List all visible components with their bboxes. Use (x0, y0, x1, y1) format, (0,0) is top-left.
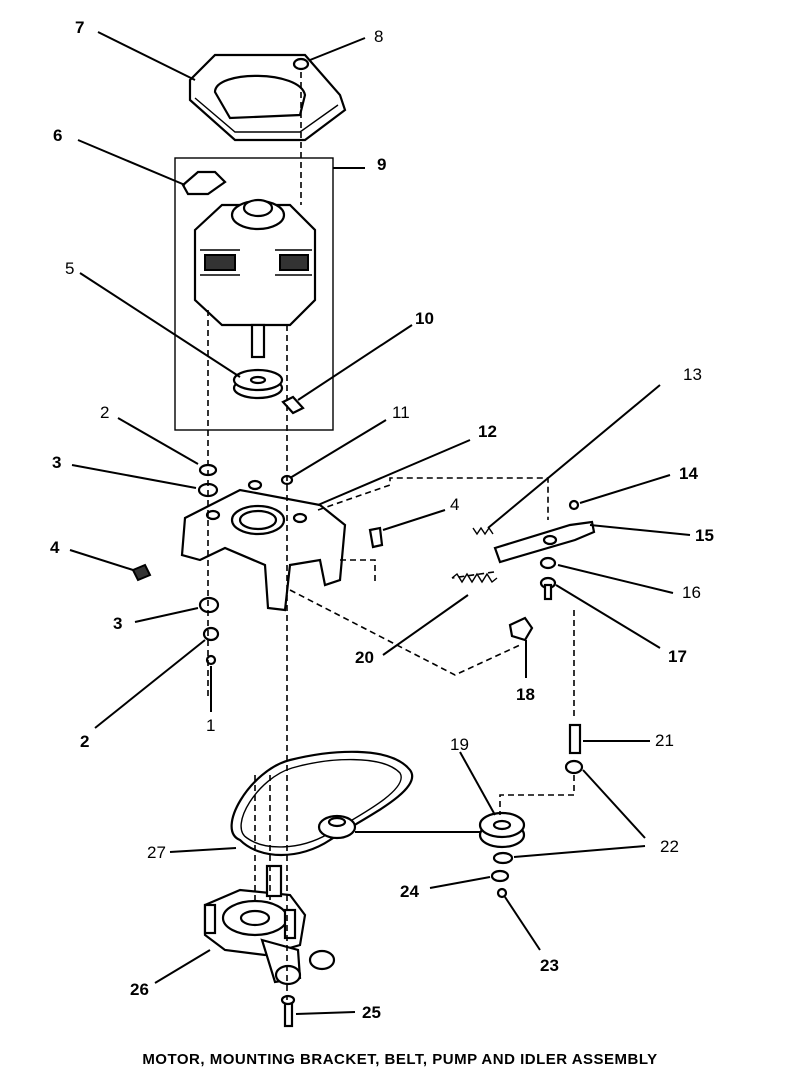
part-27-belt (230, 750, 414, 856)
callout-3-upper: 3 (52, 453, 61, 472)
part-14-nut (568, 499, 580, 511)
callout-9: 9 (377, 155, 386, 174)
part-4-screw-right (368, 526, 384, 549)
callout-1: 1 (206, 716, 215, 735)
part-19-idler-pulley (478, 811, 526, 849)
part-26-pump (203, 864, 336, 986)
motor-body (193, 198, 317, 359)
callout-6: 6 (53, 126, 62, 145)
part-17-shoulder-bolt (539, 576, 557, 601)
callout-7: 7 (75, 18, 84, 37)
callout-12: 12 (478, 422, 497, 441)
part-12-mounting-bracket (180, 479, 347, 612)
part-2-washer-lower (202, 626, 220, 642)
part-21-idler-shaft (568, 723, 582, 755)
callout-27: 27 (147, 843, 166, 862)
part-25-screw (280, 994, 296, 1028)
callout-19: 19 (450, 735, 469, 754)
alignment-lines (207, 72, 575, 1000)
part-20-spring (451, 572, 498, 584)
part-3-grommet-lower (198, 596, 220, 614)
callout-18: 18 (516, 685, 535, 704)
callout-23: 23 (540, 956, 559, 975)
callout-11: 11 (392, 403, 410, 422)
callout-14: 14 (679, 464, 698, 483)
callout-2-upper: 2 (100, 403, 109, 422)
part-6-switch (181, 170, 227, 196)
part-18-clip (508, 616, 534, 642)
part-16-washer (539, 556, 557, 570)
callout-26: 26 (130, 980, 149, 999)
callout-25: 25 (362, 1003, 381, 1022)
callout-20: 20 (355, 648, 374, 667)
part-23-retaining-ring (496, 887, 508, 899)
callout-4-left: 4 (50, 538, 60, 557)
callout-16: 16 (682, 583, 701, 602)
callout-8: 8 (374, 27, 383, 46)
part-22-washer-upper (564, 759, 584, 775)
part-15-idler-arm (493, 520, 596, 564)
part-1-screw (205, 654, 217, 666)
part-10-set-screw (281, 395, 305, 415)
part-8-nut (292, 57, 310, 71)
part-22-washer-lower (492, 851, 514, 865)
callout-4-right: 4 (450, 495, 459, 514)
callout-10: 10 (415, 309, 434, 328)
callout-labels: 7 8 6 9 5 10 2 11 12 3 13 14 4 15 4 16 3… (50, 18, 714, 1022)
callout-15: 15 (695, 526, 714, 545)
part-7-motor-cover (188, 53, 347, 142)
callout-5: 5 (65, 259, 74, 278)
leader-lines (69, 31, 691, 1015)
part-13-spring (472, 526, 494, 536)
callout-2-lower: 2 (80, 732, 89, 751)
callout-21: 21 (655, 731, 674, 750)
part-9-motor-group-box (174, 157, 334, 431)
callout-3-lower: 3 (113, 614, 122, 633)
callout-17: 17 (668, 647, 687, 666)
part-24-washer (490, 869, 510, 883)
callout-13: 13 (683, 365, 702, 384)
part-4-screw-left (131, 563, 152, 582)
callout-22: 22 (660, 837, 679, 856)
part-5-pulley (232, 368, 284, 400)
diagram-caption: MOTOR, MOUNTING BRACKET, BELT, PUMP AND … (142, 1051, 658, 1068)
callout-24: 24 (400, 882, 419, 901)
